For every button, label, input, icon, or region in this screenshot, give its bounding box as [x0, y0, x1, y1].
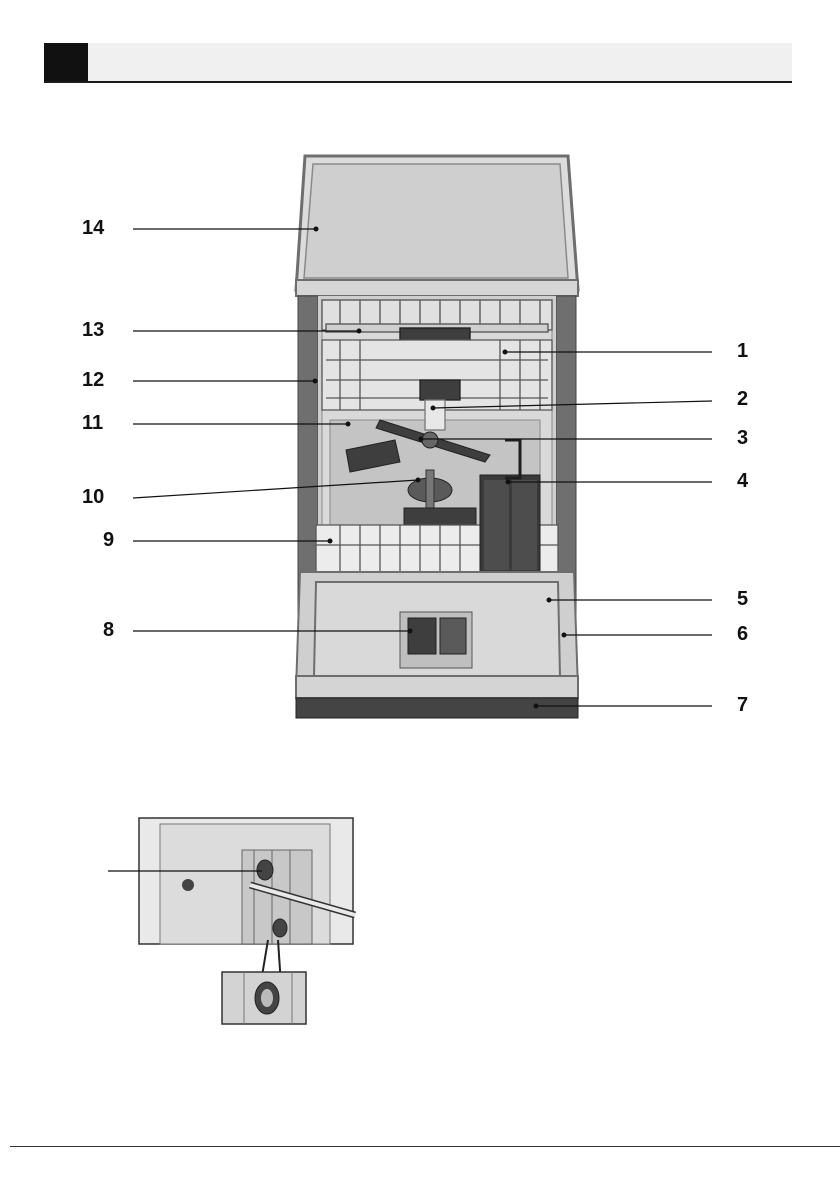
callout-4: 4	[737, 470, 748, 493]
worktop	[296, 156, 578, 296]
callout-10: 10	[82, 486, 104, 509]
door-plinth	[296, 676, 578, 718]
callout-9: 9	[103, 529, 114, 552]
callout-7: 7	[737, 694, 748, 717]
footer-divider	[10, 1146, 840, 1147]
callout-14: 14	[82, 217, 104, 240]
callout-6: 6	[737, 623, 748, 646]
inset-detail	[108, 818, 355, 1024]
callout-11: 11	[82, 412, 103, 435]
callout-3: 3	[737, 427, 748, 450]
callout-8: 8	[103, 619, 114, 642]
callout-5: 5	[737, 588, 748, 611]
callout-13: 13	[82, 319, 104, 342]
callout-2: 2	[737, 388, 748, 411]
callout-12: 12	[82, 369, 104, 392]
callout-1: 1	[737, 340, 748, 363]
